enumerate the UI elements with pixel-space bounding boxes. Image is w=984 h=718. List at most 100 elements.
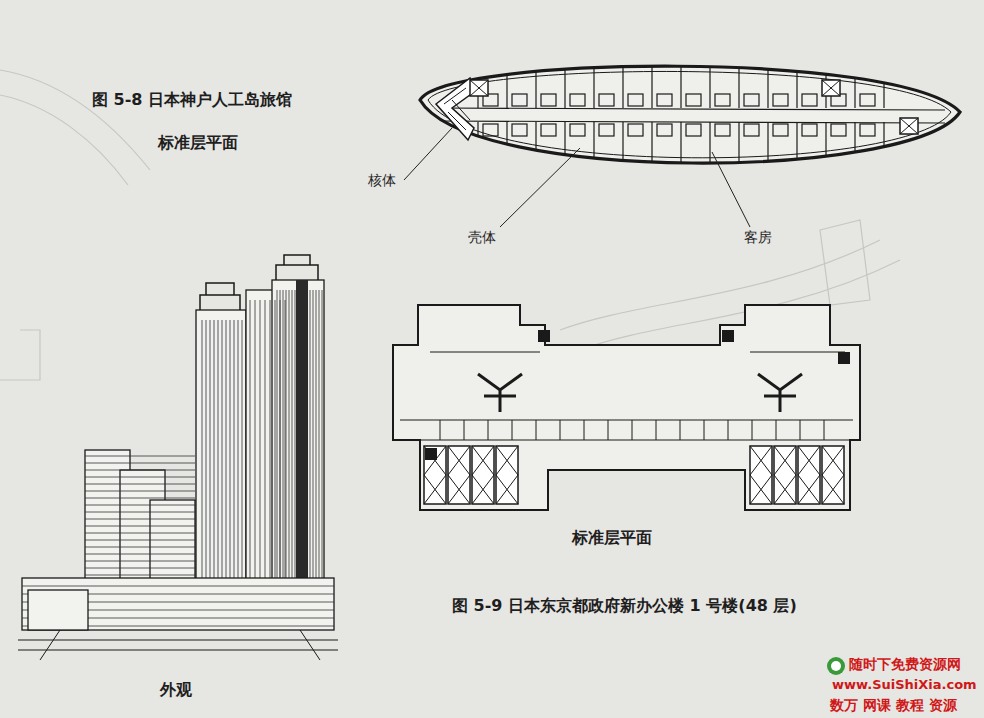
tower — [272, 280, 324, 590]
facade-line — [283, 290, 284, 590]
part-label: 壳体 — [468, 229, 496, 246]
window-band — [85, 456, 195, 457]
podium-line — [22, 586, 334, 587]
bathroom — [628, 94, 643, 106]
window-band — [85, 484, 195, 485]
facade-line — [322, 290, 323, 590]
core — [900, 118, 918, 134]
bathroom — [860, 94, 875, 106]
leader-line — [712, 152, 750, 227]
bathroom — [483, 124, 498, 136]
room-wall — [796, 55, 797, 108]
corridor-wall — [440, 121, 945, 123]
window-band — [85, 533, 195, 534]
bathroom — [686, 124, 701, 136]
bathroom — [657, 124, 672, 136]
watermark: 数万 网课 教程 资源 — [830, 697, 957, 714]
room-wall — [854, 55, 855, 108]
bathroom — [802, 124, 817, 136]
core — [822, 80, 840, 96]
room-wall — [584, 420, 585, 440]
bathroom — [773, 94, 788, 106]
core-grid — [424, 446, 518, 504]
room-wall — [680, 122, 681, 185]
building-elevation — [18, 255, 338, 660]
figure-title: 图 5-8 日本神户人工岛旅馆 — [92, 90, 292, 109]
room-wall — [477, 122, 478, 185]
podium-block — [28, 590, 88, 630]
core-grid — [750, 446, 844, 504]
facade-shadow — [296, 280, 308, 590]
facade-line — [234, 320, 235, 590]
bathroom — [715, 94, 730, 106]
bathroom — [657, 94, 672, 106]
room-wall — [709, 122, 710, 185]
room-wall — [506, 55, 507, 108]
stair — [722, 330, 734, 342]
room-wall — [824, 420, 825, 440]
part-label: 客房 — [744, 229, 772, 246]
bathroom — [512, 124, 527, 136]
room-wall — [593, 122, 594, 185]
core-cell — [424, 446, 446, 504]
room-wall — [651, 122, 652, 185]
core-cell — [472, 446, 494, 504]
window-band — [85, 498, 195, 499]
room-wall — [680, 55, 681, 108]
core-hatch — [470, 80, 488, 96]
watermark-icon — [831, 661, 841, 671]
room-wall — [608, 420, 609, 440]
watermark: www.SuiShiXia.com — [832, 677, 977, 693]
facade-line — [270, 300, 271, 590]
facade-line — [292, 290, 293, 590]
room-wall — [728, 420, 729, 440]
room-wall — [738, 55, 739, 108]
core-hatch — [822, 446, 844, 504]
window-band — [85, 477, 195, 478]
ground-line — [18, 630, 338, 660]
core-cell — [496, 446, 518, 504]
view-title: 外观 — [160, 680, 192, 699]
room-wall — [883, 55, 884, 108]
figure-caption: 图 5-9 日本东京都政府新办公楼 1 号楼(48 层) — [452, 596, 797, 615]
core-hatch — [424, 446, 446, 504]
core-cell — [424, 446, 446, 504]
bathroom — [686, 94, 701, 106]
ghost-line — [0, 330, 40, 380]
room-wall — [535, 122, 536, 185]
room-wall — [796, 122, 797, 185]
room-wall — [464, 420, 465, 440]
plan-title: 标准层平面 — [158, 133, 238, 152]
bathroom — [541, 124, 556, 136]
part-label: 核体 — [368, 172, 396, 189]
room-wall — [776, 420, 777, 440]
core — [436, 78, 474, 140]
core-hatch — [496, 446, 518, 504]
core-hatch — [822, 80, 840, 96]
window-band — [85, 470, 195, 471]
outer-wall — [420, 66, 960, 163]
facade-line — [319, 290, 320, 590]
facade-line — [313, 290, 314, 590]
room-wall — [656, 420, 657, 440]
facade-line — [295, 290, 296, 590]
window-band — [85, 554, 195, 555]
stair — [838, 352, 850, 364]
podium — [22, 578, 334, 630]
bathroom — [860, 124, 875, 136]
room-wall — [651, 55, 652, 108]
room-wall — [704, 420, 705, 440]
core-cell — [774, 446, 796, 504]
core-hatch — [472, 446, 494, 504]
corridor-wall — [440, 108, 945, 110]
core-hatch — [448, 446, 470, 504]
facade-line — [206, 320, 207, 590]
core-cell — [750, 446, 772, 504]
window-band — [85, 505, 195, 506]
tower — [196, 310, 246, 590]
room-wall — [564, 122, 565, 185]
bathroom — [715, 124, 730, 136]
watermark: 随时下免费资源网 — [849, 656, 961, 673]
plan-title: 标准层平面 — [572, 528, 652, 547]
facade-line — [242, 320, 243, 590]
